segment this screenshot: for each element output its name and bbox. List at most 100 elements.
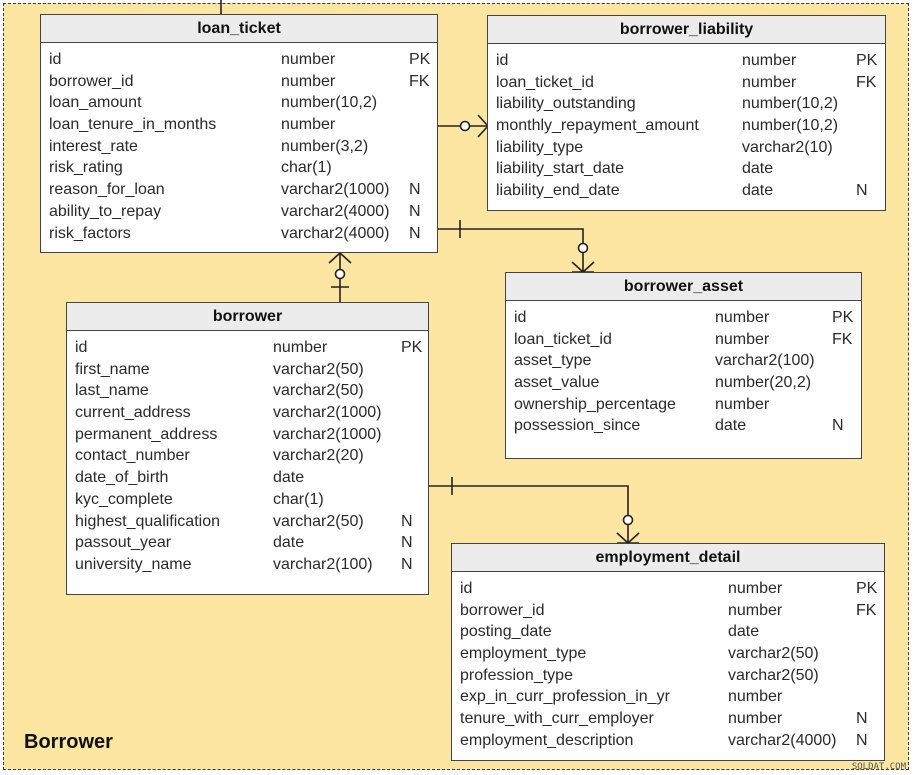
column-name: monthly_repayment_amount	[496, 117, 699, 135]
column-name: asset_value	[514, 374, 600, 392]
column-type: number	[273, 339, 328, 356]
column-type: number(3,2)	[281, 137, 369, 155]
table-title: employment_detail	[452, 544, 884, 572]
column-row: loan_ticket_id number FK	[506, 329, 861, 351]
column-flag: N	[409, 202, 421, 220]
column-type: varchar2(10)	[742, 138, 833, 156]
column-name: id	[75, 339, 88, 356]
column-name: current_address	[75, 404, 191, 422]
column-name: highest_qualification	[75, 512, 220, 530]
column-name: reason_for_loan	[49, 181, 165, 199]
column-row: passout_year date N	[67, 532, 428, 554]
column-name: profession_type	[460, 666, 573, 684]
rel-borrower-employment	[428, 477, 640, 544]
column-type: number	[281, 116, 336, 134]
column-type: number	[281, 72, 336, 90]
column-row: id number PK	[41, 49, 437, 71]
watermark-text: SQLDAT.COM	[851, 762, 906, 772]
column-name: last_name	[75, 382, 149, 400]
rel-borrower-loan-ticket	[328, 252, 352, 303]
column-type: number	[728, 710, 783, 728]
column-type: number	[728, 688, 783, 706]
column-name: possession_since	[514, 417, 641, 435]
column-type: date	[273, 534, 305, 552]
column-type: number	[715, 309, 770, 326]
column-flag: PK	[856, 52, 878, 69]
column-type: number	[281, 51, 336, 68]
column-type: date	[742, 182, 774, 200]
column-type: varchar2(1000)	[273, 425, 382, 443]
column-name: liability_end_date	[496, 182, 620, 200]
column-name: employment_description	[460, 731, 634, 749]
column-name: first_name	[75, 360, 150, 378]
column-type: varchar2(50)	[273, 360, 364, 378]
column-type: number(20,2)	[715, 374, 812, 392]
column-flag: N	[832, 417, 844, 435]
column-name: ownership_percentage	[514, 395, 676, 413]
column-name: permanent_address	[75, 425, 218, 443]
column-name: liability_outstanding	[496, 95, 636, 113]
column-type: number	[715, 330, 770, 348]
subject-area-label: Borrower	[24, 731, 113, 753]
column-row: permanent_address varchar2(1000)	[67, 424, 428, 446]
table-title: borrower_asset	[506, 273, 861, 301]
column-type: varchar2(50)	[273, 512, 364, 530]
column-type: date	[742, 160, 774, 178]
column-flag: N	[856, 710, 868, 728]
column-name: id	[49, 51, 62, 68]
column-name: borrower_id	[460, 601, 545, 619]
column-type: varchar2(20)	[273, 447, 364, 465]
column-type: number	[728, 580, 783, 597]
column-flag: N	[856, 182, 868, 200]
column-row: last_name varchar2(50)	[67, 380, 428, 402]
column-flag: FK	[409, 72, 430, 90]
column-type: varchar2(50)	[273, 382, 364, 400]
table-title: borrower	[67, 303, 428, 331]
column-name: kyc_complete	[75, 490, 173, 508]
column-flag: N	[856, 731, 868, 749]
column-name: loan_tenure_in_months	[49, 116, 217, 134]
column-name: borrower_id	[49, 72, 134, 90]
column-flag: PK	[856, 580, 878, 597]
column-flag: FK	[832, 330, 853, 348]
column-name: loan_ticket_id	[514, 330, 612, 348]
column-flag: PK	[832, 309, 854, 326]
column-type: char(1)	[281, 159, 332, 177]
column-name: risk_rating	[49, 159, 123, 177]
column-name: liability_start_date	[496, 160, 625, 178]
column-name: passout_year	[75, 534, 172, 552]
column-type: varchar2(50)	[728, 645, 819, 663]
column-flag: N	[401, 534, 413, 552]
column-name: ability_to_repay	[49, 202, 162, 220]
column-flag: PK	[409, 51, 431, 68]
column-type: char(1)	[273, 490, 324, 508]
column-type: date	[728, 623, 760, 641]
